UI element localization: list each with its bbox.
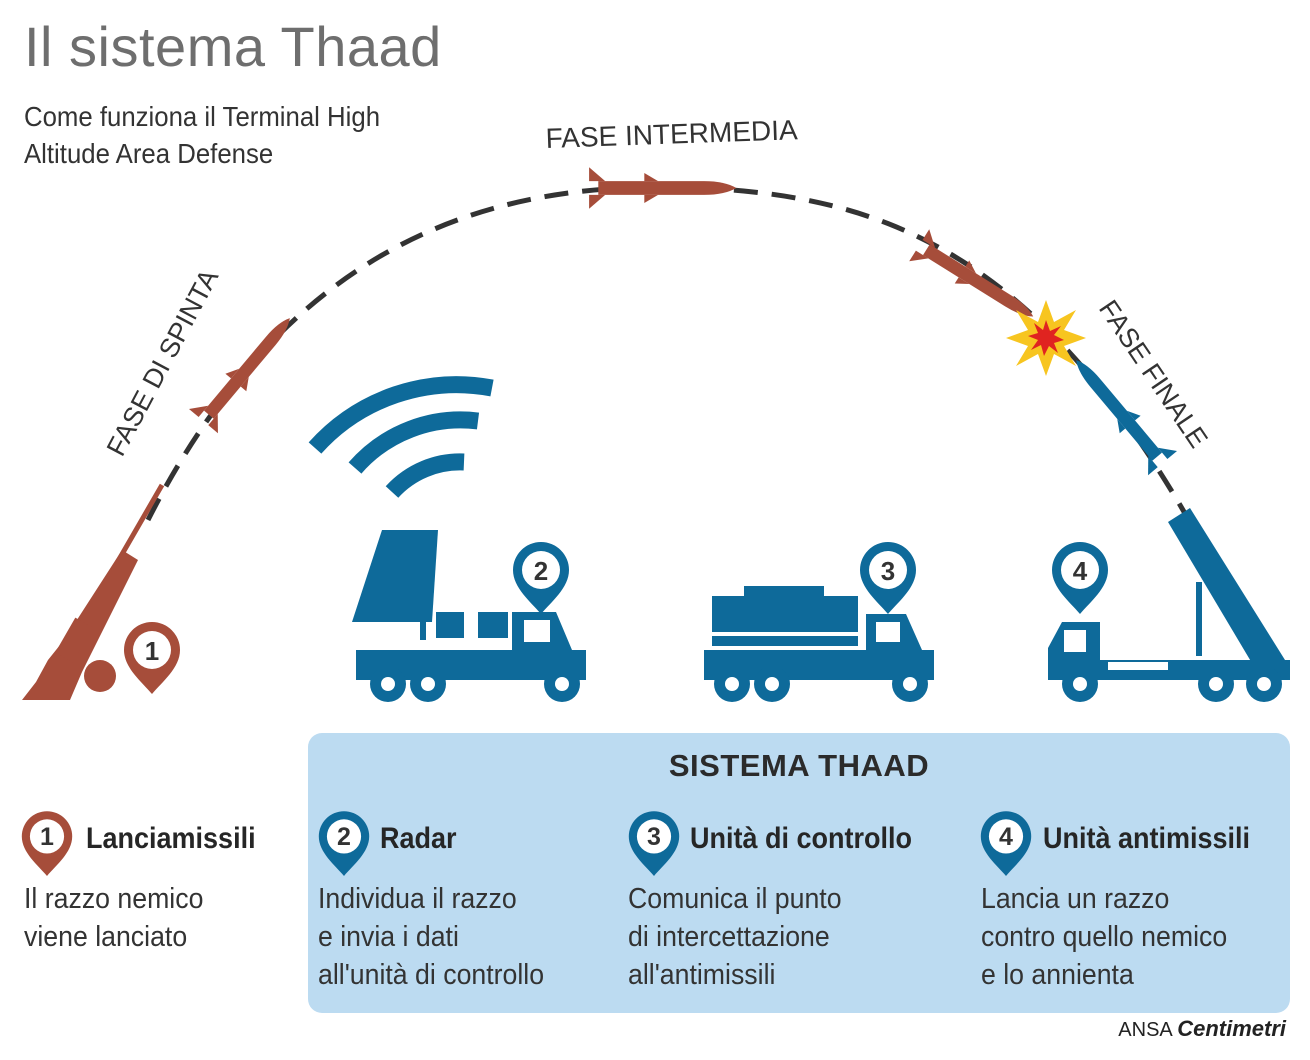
marker-3: 3 [881, 556, 895, 586]
phase-terminal-label: FASE FINALE [1093, 295, 1214, 454]
control-truck-icon [704, 586, 934, 702]
page-subtitle: Come funziona il Terminal High Altitude … [24, 101, 381, 169]
legend-num-4: 4 [999, 823, 1013, 851]
launcher-truck-icon [1048, 508, 1290, 702]
panel-title: SISTEMA THAAD [668, 748, 930, 783]
legend-label-4: Unità antimissili [1043, 822, 1251, 855]
legend-num-3: 3 [647, 823, 661, 851]
explosion-icon [1006, 300, 1086, 376]
legend-desc-4: Lancia un razzo contro quello nemico e l… [981, 883, 1228, 991]
marker-4: 4 [1073, 556, 1088, 586]
map-pin-icon [124, 542, 1108, 694]
marker-2: 2 [534, 556, 548, 586]
legend-num-1: 1 [40, 823, 54, 851]
legend-label-2: Radar [380, 822, 457, 855]
phase-boost-label: FASE DI SPINTA [101, 264, 224, 460]
legend-num-2: 2 [337, 823, 351, 851]
legend-desc-3: Comunica il punto di intercettazione all… [628, 883, 842, 991]
thaad-system-panel [308, 733, 1290, 1013]
legend-desc-1: Il razzo nemico viene lanciato [24, 883, 204, 953]
credit-brand: Centimetri [1177, 1016, 1286, 1041]
credit: ANSA Centimetri [1118, 1016, 1286, 1042]
radar-wave-icon [308, 376, 494, 498]
credit-agency: ANSA [1118, 1019, 1172, 1041]
enemy-launcher-icon [22, 550, 138, 700]
page-title: Il sistema Thaad [24, 15, 442, 78]
legend-label-1: Lanciamissili [86, 822, 256, 855]
legend-desc-2: Individua il razzo e invia i dati all'un… [318, 883, 545, 991]
radar-truck-icon [352, 530, 586, 702]
legend-label-3: Unità di controllo [690, 822, 912, 855]
marker-1: 1 [145, 636, 159, 666]
phase-midcourse-label: FASE INTERMEDIA [545, 114, 798, 154]
